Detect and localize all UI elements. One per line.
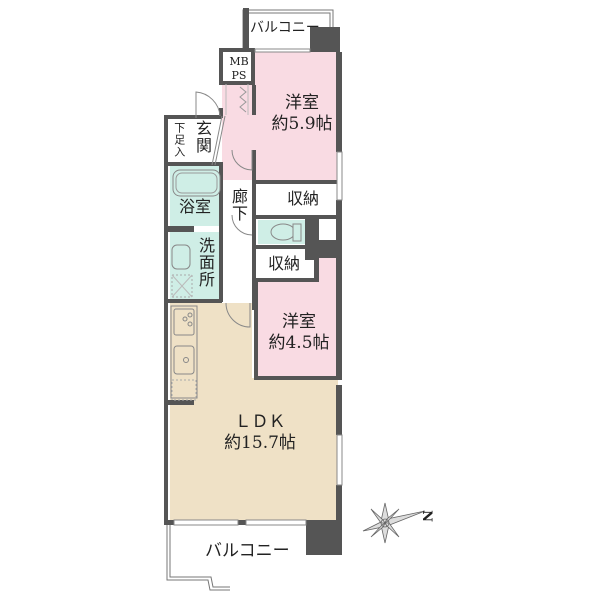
room-size: 約15.7帖 (224, 433, 296, 454)
storage-1-label: 収納 (286, 189, 319, 208)
toilet-bowl (270, 223, 296, 241)
room-name: ＬＤＫ (234, 412, 286, 432)
mb-label: MB (229, 55, 249, 68)
ldk-label: ＬＤＫ 約15.7帖 (200, 412, 320, 455)
closet-zigzag (239, 86, 247, 113)
mb-ps-label: MB PS (226, 55, 252, 83)
storage-2-label: 収納 (267, 254, 300, 273)
walls (164, 27, 342, 555)
room-size: 約5.9帖 (271, 114, 333, 135)
entrance-label: 玄関 (193, 120, 212, 154)
western-room-2-label: 洋室 約4.5帖 (258, 312, 340, 355)
bathroom-label: 浴室 (178, 197, 211, 216)
balcony-bottom-outline (166, 525, 230, 591)
balcony-bottom-label: バルコニー (205, 541, 290, 561)
room-name: 洋室 (285, 93, 319, 113)
room-size: 約4.5帖 (268, 333, 330, 354)
compass-icon (362, 502, 426, 544)
windows (173, 48, 343, 526)
compass-north-label: N (419, 510, 435, 523)
western-room-2-fill (258, 282, 338, 378)
hallway-label: 廊下 (229, 188, 248, 222)
balcony-top-label: バルコニー (250, 20, 320, 36)
western-room-1-label: 洋室 約5.9帖 (262, 93, 342, 136)
bathtub (172, 169, 221, 197)
balcony-top-outline (242, 8, 334, 52)
shoe-storage-label: 下足入 (172, 122, 186, 158)
room-name: 洋室 (282, 312, 316, 332)
wash-basin (171, 244, 191, 270)
kitchen-counter (170, 305, 198, 401)
washroom-label: 洗面所 (196, 237, 215, 288)
doors (195, 91, 253, 328)
ldk-fill (170, 303, 338, 520)
ps-label: PS (231, 68, 247, 82)
